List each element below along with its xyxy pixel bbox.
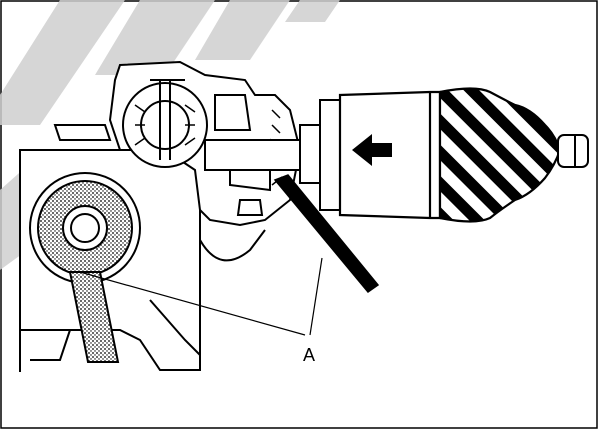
axle-end bbox=[557, 134, 589, 168]
drive-shaft bbox=[204, 99, 343, 211]
wrench-tool bbox=[29, 172, 141, 363]
push-direction-arrow bbox=[352, 134, 392, 166]
pry-bar-tool bbox=[273, 174, 380, 294]
callout-leader-lines bbox=[79, 257, 323, 336]
callout-label-a: A bbox=[303, 345, 315, 365]
